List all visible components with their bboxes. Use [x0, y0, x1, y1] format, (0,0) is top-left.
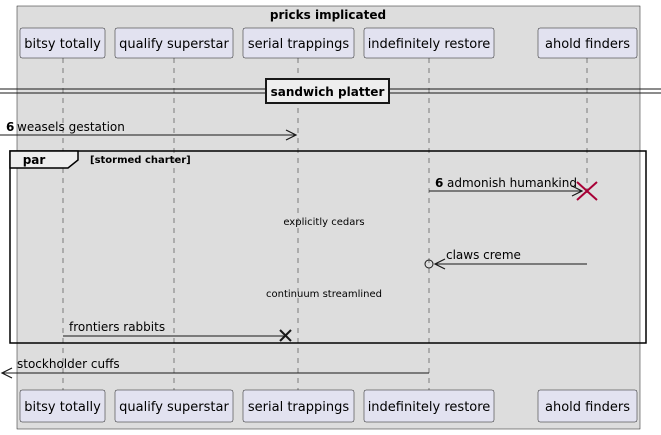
- participant-name: ahold finders: [545, 400, 630, 415]
- message-label: stockholder cuffs: [17, 357, 120, 371]
- par-keyword: par: [23, 153, 46, 167]
- participant-foot-qualify: qualify superstar: [114, 389, 234, 423]
- par-group: par [stormed charter]: [9, 150, 647, 344]
- participant-name: bitsy totally: [24, 37, 101, 52]
- participant-head-indef: indefinitely restore: [363, 27, 495, 59]
- message-admonish-humankind: 6 admonish humankind: [429, 176, 584, 197]
- participant-foot-bitsy: bitsy totally: [19, 389, 106, 423]
- message-weasels-gestation: 6 weasels gestation: [0, 120, 298, 141]
- destroy-marker-ahold: [576, 181, 598, 201]
- participant-name: qualify superstar: [119, 37, 229, 52]
- message-frontiers-rabbits: frontiers rabbits: [63, 320, 292, 342]
- delay-label: continuum streamlined: [266, 289, 382, 300]
- divider-label: sandwich platter: [271, 85, 385, 99]
- participant-foot-ahold: ahold finders: [537, 389, 638, 423]
- participant-name: serial trappings: [248, 400, 349, 415]
- par-condition: [stormed charter]: [90, 155, 191, 166]
- participant-name: ahold finders: [545, 37, 630, 52]
- message-stockholder-cuffs: stockholder cuffs: [0, 357, 429, 379]
- participant-head-serial: serial trappings: [242, 27, 355, 59]
- participant-name: serial trappings: [248, 37, 349, 52]
- message-label: claws creme: [446, 248, 521, 262]
- participant-head-bitsy: bitsy totally: [19, 27, 106, 59]
- participant-foot-indef: indefinitely restore: [363, 389, 495, 423]
- message-number: 6: [6, 120, 14, 134]
- lifelines: [62, 58, 588, 390]
- message-claws-creme: claws creme: [424, 248, 587, 270]
- delay-continuum-streamlined: continuum streamlined: [266, 289, 382, 300]
- message-label: admonish humankind: [447, 176, 577, 190]
- participant-group-title: pricks implicated: [270, 8, 386, 22]
- message-number: 6: [435, 176, 443, 190]
- participant-head-qualify: qualify superstar: [114, 27, 234, 59]
- participant-group-box: [16, 5, 641, 430]
- participant-foot-serial: serial trappings: [242, 389, 355, 423]
- message-label: frontiers rabbits: [69, 320, 165, 334]
- delay-label: explicitly cedars: [283, 217, 364, 228]
- participant-name: indefinitely restore: [368, 37, 491, 52]
- participant-name: indefinitely restore: [368, 400, 491, 415]
- participant-name: qualify superstar: [119, 400, 229, 415]
- delay-explicitly-cedars: explicitly cedars: [283, 217, 364, 228]
- message-label: weasels gestation: [17, 120, 125, 134]
- participant-name: bitsy totally: [24, 400, 101, 415]
- divider: sandwich platter: [0, 78, 661, 104]
- participant-head-ahold: ahold finders: [537, 27, 638, 59]
